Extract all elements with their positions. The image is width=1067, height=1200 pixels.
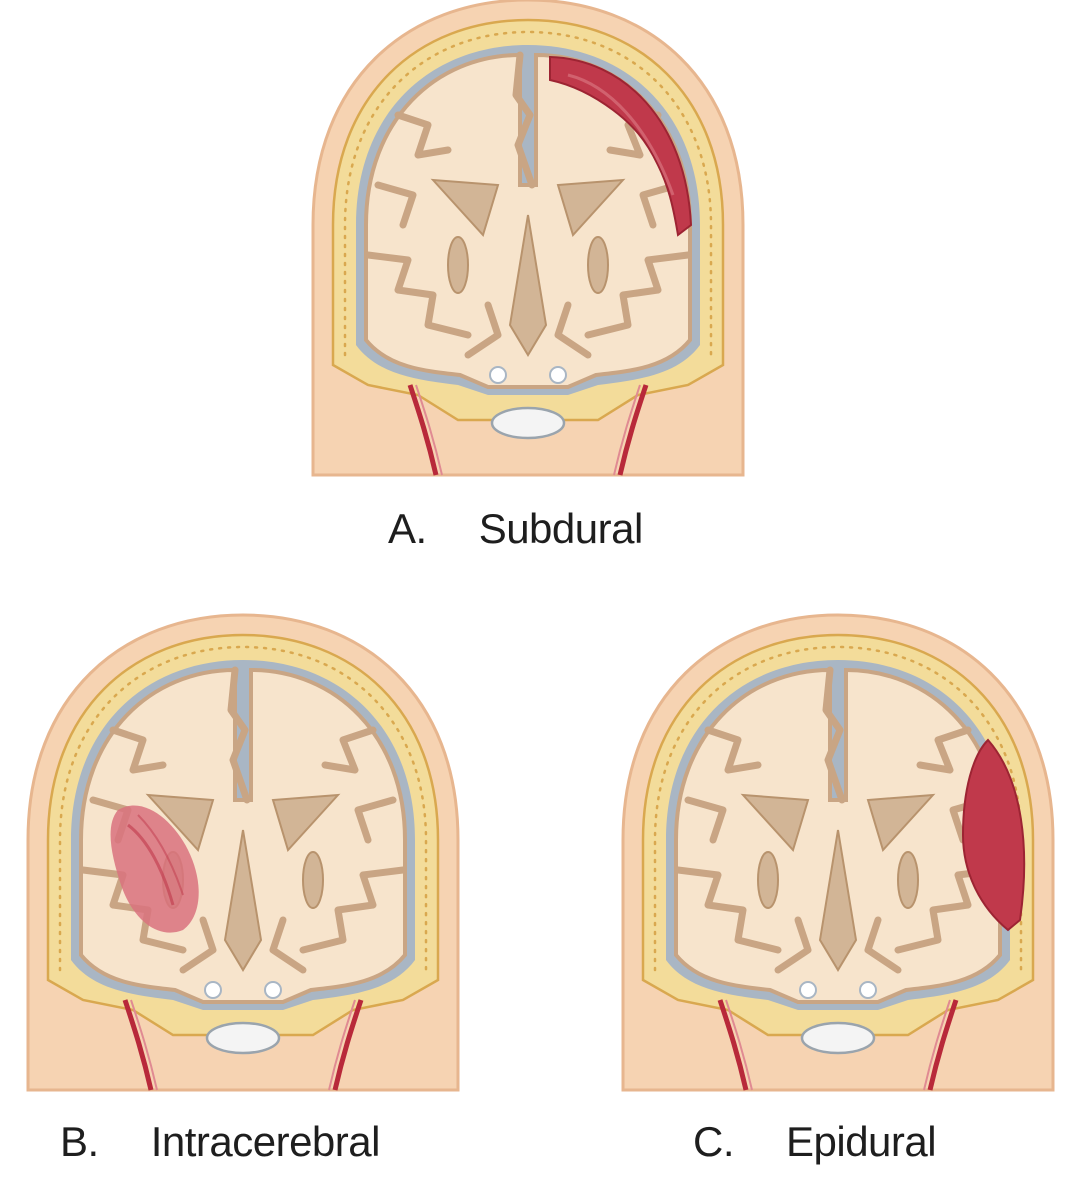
caption-a-letter: A.	[388, 505, 427, 552]
caption-b-label: Intracerebral	[150, 1118, 381, 1165]
caption-c: C. Epidural	[693, 1118, 937, 1166]
panel-a-subdural	[313, 0, 743, 475]
panel-c-epidural	[623, 615, 1053, 1090]
panel-b-intracerebral	[28, 615, 458, 1090]
caption-c-label: Epidural	[786, 1118, 937, 1165]
caption-c-letter: C.	[693, 1118, 735, 1165]
caption-b-letter: B.	[60, 1118, 99, 1165]
intracerebral-hemorrhage	[110, 805, 199, 933]
epidural-hematoma	[961, 738, 1026, 932]
caption-a-label: Subdural	[478, 505, 644, 552]
subdural-hematoma	[549, 55, 693, 237]
caption-a: A. Subdural	[388, 505, 643, 553]
caption-b: B. Intracerebral	[60, 1118, 380, 1166]
